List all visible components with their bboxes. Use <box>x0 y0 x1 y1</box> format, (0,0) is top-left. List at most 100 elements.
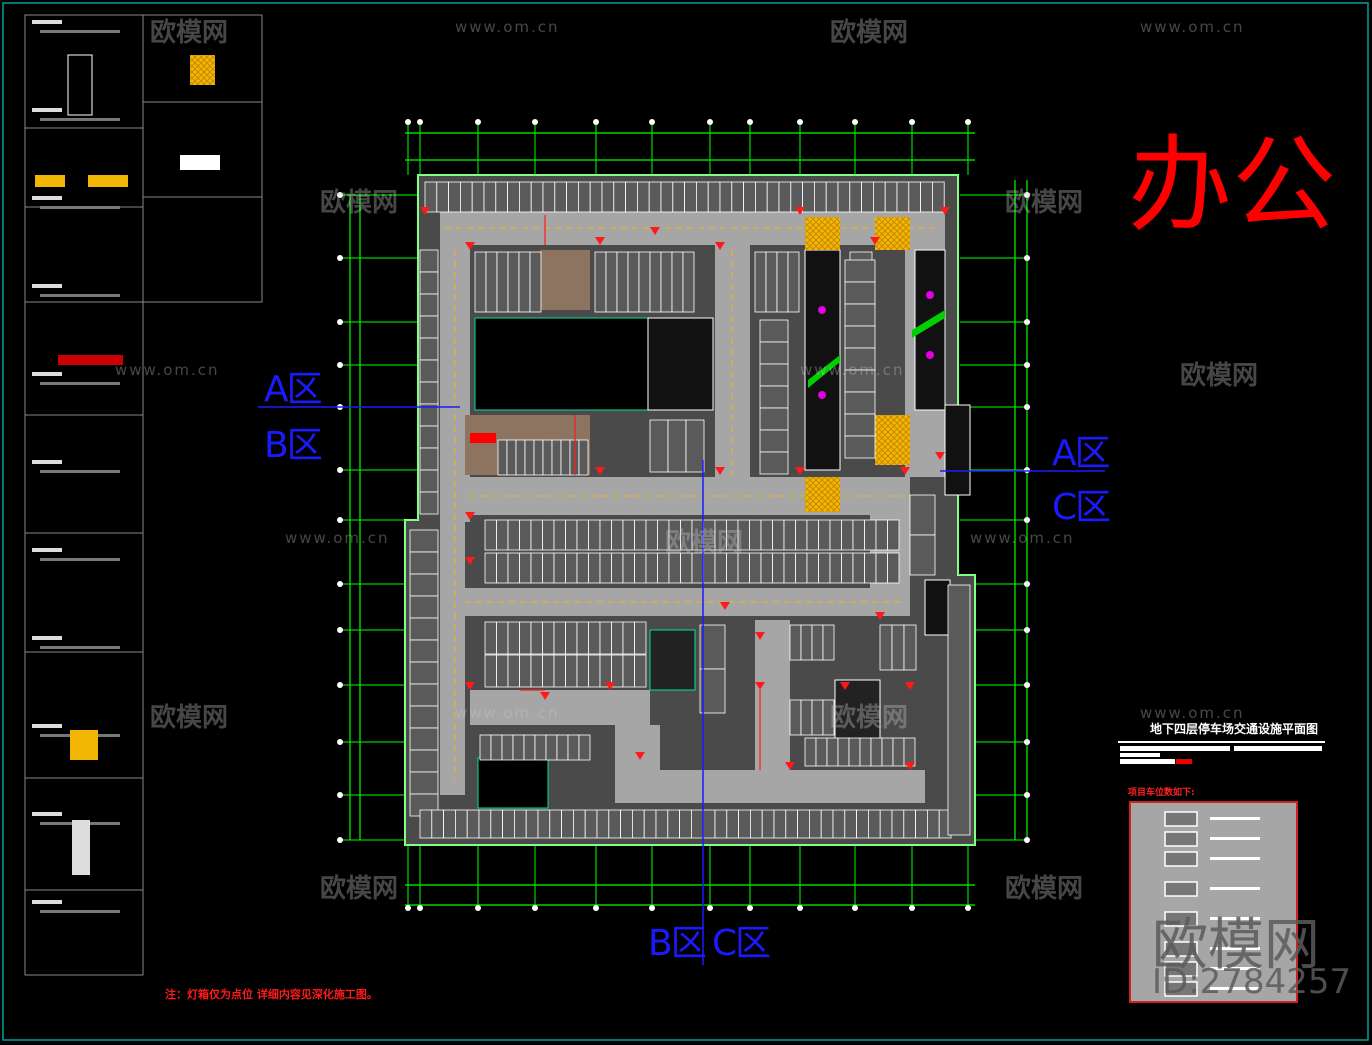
grid-bubble <box>337 581 343 587</box>
parking-stall <box>795 519 808 551</box>
parking-stall <box>844 435 876 459</box>
detail-heading-text <box>32 284 62 288</box>
parking-stall <box>806 552 819 584</box>
parking-stall <box>576 552 589 584</box>
parking-stall <box>864 519 877 551</box>
parking-stall <box>507 181 520 213</box>
legend-text-line <box>1210 917 1260 920</box>
parking-stall <box>490 809 503 839</box>
watermark-url: www.om.cn <box>970 529 1075 547</box>
detail-text-line <box>40 558 120 561</box>
parking-stall <box>584 809 598 839</box>
ramp-marking <box>912 310 945 338</box>
parking-stall <box>797 809 810 839</box>
detail-heading-text <box>32 372 62 376</box>
grid-bubble <box>475 905 481 911</box>
parking-stall <box>496 519 509 551</box>
parking-stall <box>506 439 517 476</box>
parking-stall <box>908 181 921 213</box>
parking-stall <box>875 552 888 584</box>
legend-symbol <box>1164 851 1198 867</box>
zone-label-b-bottom: B区 <box>648 923 707 964</box>
detail-text-line <box>40 910 120 913</box>
parking-stall <box>507 621 520 655</box>
legend-header: 项目车位数如下: <box>1128 788 1195 798</box>
hatched-crossing <box>805 477 840 512</box>
detail-text-line <box>40 646 120 649</box>
parking-stall <box>844 259 876 283</box>
parking-stall <box>534 734 547 761</box>
parking-stall <box>409 617 439 641</box>
grid-bubble <box>1024 255 1030 261</box>
elevator-core <box>649 629 696 691</box>
grid-bubble <box>1024 517 1030 523</box>
parking-stall <box>496 251 509 313</box>
parking-stall <box>759 363 789 387</box>
detail-text-line <box>40 118 120 121</box>
parking-stall <box>611 552 624 584</box>
zone-label-a-right: A区 <box>1052 433 1111 474</box>
detail-heading-text <box>32 636 62 640</box>
parking-stall <box>856 809 869 839</box>
legend-text-line <box>1210 967 1260 970</box>
stair-core <box>924 579 951 636</box>
hatched-crossing <box>875 415 910 465</box>
parking-stall <box>596 809 610 839</box>
red-sign-marker <box>785 762 795 770</box>
parking-stall <box>594 251 607 313</box>
parking-stall <box>409 661 439 685</box>
parking-row-right <box>947 584 971 836</box>
parking-stall <box>484 621 497 655</box>
parking-stall <box>818 552 831 584</box>
red-sign-marker <box>720 602 730 610</box>
parking-stall <box>875 519 888 551</box>
parking-stall <box>409 705 439 729</box>
parking-stall <box>599 519 612 551</box>
detail-text-line <box>40 470 120 473</box>
red-sign-marker <box>905 762 915 770</box>
grid-bubble <box>649 905 655 911</box>
parking-stall <box>655 809 669 839</box>
parking-stall <box>588 621 601 655</box>
parking-stall <box>622 519 635 551</box>
parking-stall <box>519 181 532 213</box>
watermark-brand: 欧模网 <box>665 528 744 558</box>
driveway-bottom-left <box>470 690 650 725</box>
parking-stall <box>515 439 526 476</box>
watermark-brand: 欧模网 <box>1005 874 1084 904</box>
grid-bubble <box>337 837 343 843</box>
parking-stall <box>578 181 591 213</box>
parking-stall <box>829 552 842 584</box>
grid-bubble <box>593 119 599 125</box>
parking-stall <box>699 668 726 714</box>
parking-stall <box>530 621 543 655</box>
red-sign-marker <box>795 207 805 215</box>
grid-bubble <box>1024 792 1030 798</box>
parking-stall <box>649 419 669 473</box>
zone-label-c-bottom: C区 <box>712 923 771 964</box>
parking-stall <box>419 249 439 273</box>
parking-stall <box>578 439 589 476</box>
parking-stall <box>818 519 831 551</box>
red-sign-marker <box>605 682 615 690</box>
parking-stall <box>622 654 635 688</box>
grid-bubble <box>909 119 915 125</box>
parking-stall <box>530 552 543 584</box>
watermark-id: ID:2784257 <box>1152 962 1352 1002</box>
parking-stall <box>749 519 762 551</box>
parking-stall <box>459 181 473 213</box>
parking-stall <box>787 251 800 313</box>
watermark-brand: 欧模网 <box>1180 361 1259 391</box>
parking-stall <box>419 425 439 449</box>
red-sign-marker <box>900 467 910 475</box>
parking-stall <box>852 552 865 584</box>
parking-stall <box>829 519 842 551</box>
red-equipment-block <box>470 433 496 443</box>
parking-stall <box>848 737 861 767</box>
building-core-room <box>647 317 714 411</box>
parking-stall <box>495 181 508 213</box>
hatched-crossing <box>805 217 840 250</box>
grid-bubble <box>1024 581 1030 587</box>
parking-stall <box>726 809 739 839</box>
red-sign-marker <box>715 242 725 250</box>
